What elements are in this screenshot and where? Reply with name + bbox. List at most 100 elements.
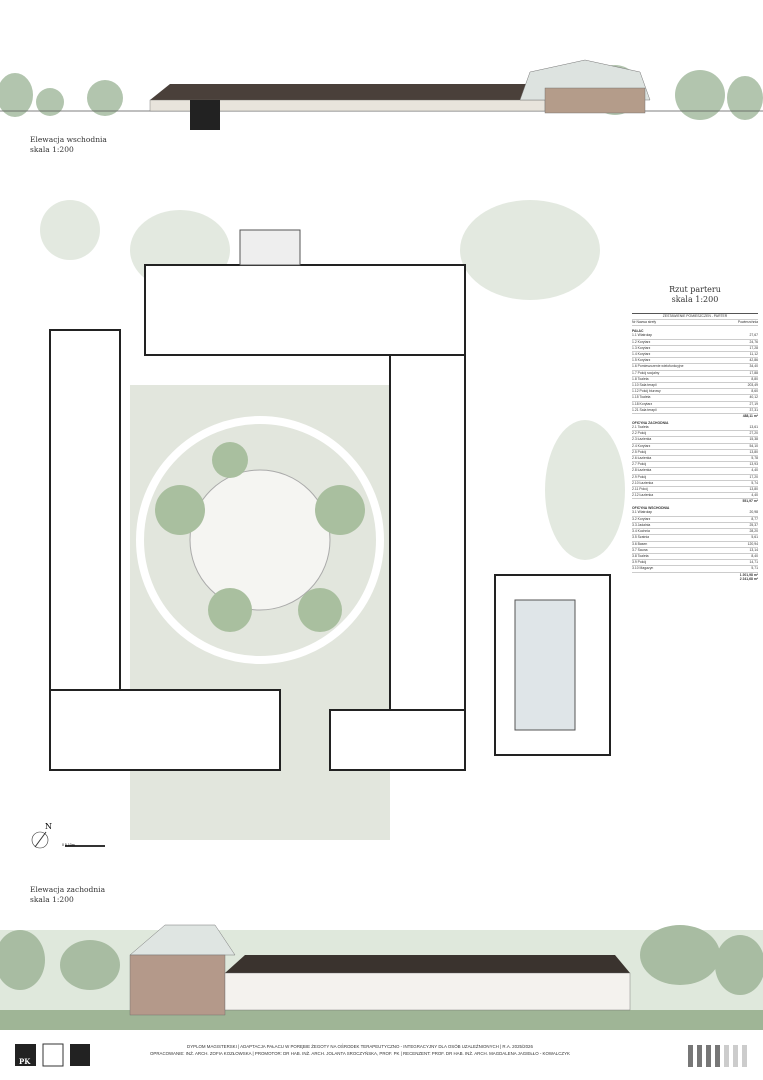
room-name: 1.1 Wiatrołap [632,333,652,338]
legend-section-title: OFICYNA WSCHODNIA [632,506,670,511]
room-area: 54,10 [749,443,759,448]
room-name: 2.11 Pokój [632,487,648,492]
north-arrow-icon [31,831,105,849]
room-name: 3.7 Sauna [632,547,648,552]
room-area: 8,77 [751,516,758,521]
room-area: 13,80 [749,449,759,454]
section-total: 488,11 m² [742,414,758,419]
room-name: 3.10 Magazyn [632,566,654,571]
grand-total: 2 241,68 m² [739,576,758,581]
room-area: 120,94 [747,541,758,546]
room-name: 1.6 Pomieszczenie wielofunkcyjne [632,364,684,369]
room-name: 2.8 Łazienka [632,468,652,473]
room-area: 17,28 [749,345,759,350]
legend-row: 2.3 Łazienka 15,38 [632,437,759,444]
legend-row: 2.2 Pokój 27,20 [632,431,759,438]
legend-row: 2.9 Pokój 17,20 [632,475,758,481]
room-name: 2.2 Pokój [632,431,647,436]
legend-row: 3.1 Wiatrołap 20,98 [632,510,759,517]
pk-logo: PK [19,1057,31,1066]
legend-row: 2.12 Łazienka 4,40 [632,493,758,500]
section-total: 551,97 m² [742,499,758,504]
legend-row: 2.4 Korytarz 54,10 [632,444,758,450]
room-name: 3.6 Basen [632,541,648,546]
room-name: 2.7 Pokój [632,462,647,467]
room-area: 15,38 [749,437,759,442]
room-name: 2.10 Łazienka [632,480,654,485]
room-name: 1.5 Korytarz [632,358,651,363]
room-area: 5,74 [751,480,758,485]
room-area: 24,76 [749,339,759,344]
col-name: Nr Nazwa strefy [632,320,657,325]
room-area: 13,93 [749,462,759,467]
room-name: 3.8 Toaleta [632,553,649,558]
room-name: 1.8 Toaleta [632,376,649,381]
legend-row: 3.3 Jadalnia 25,37 [632,522,759,530]
room-area: 25,37 [749,522,759,527]
page-indicator-bars [688,1045,747,1067]
footer: PK DYPLOM MAGISTERSKI | ADAPTACJA PAŁACU… [0,1042,763,1072]
room-name: 1.10 Sala terapii [632,383,657,388]
room-name: 1.3 Korytarz [632,345,651,350]
room-area: 20,98 [749,510,759,515]
room-name: 2.1 Toaleta [632,425,649,430]
room-name: 2.9 Pokój [632,474,647,479]
section-total: 1 201,98 m² [739,572,758,577]
room-name: 3.4 Kuchnia [632,529,650,534]
room-area: 14,71 [749,560,759,565]
university-logos [15,1043,90,1067]
legend-row: 3.5 Szatnia 5,61 [632,535,758,542]
east-elevation-title: Elewacja wschodnia [30,135,107,144]
legend-title: Rzut parteru [669,285,721,294]
legend-row: 2.10 Łazienka 5,74 [632,480,758,488]
room-area: 5,61 [751,535,758,540]
ground-floor-plan [40,200,625,840]
room-name: 3.1 Wiatrołap [632,510,652,515]
legend-row: 1.3 Korytarz 17,28 [632,345,759,353]
room-name: 3.5 Szatnia [632,535,649,540]
footer-line-1: DYPLOM MAGISTERSKI | ADAPTACJA PAŁACU W … [187,1044,533,1049]
room-name: 1.2 Korytarz [632,339,651,344]
room-name: 1.21 Sala terapii [632,407,657,412]
legend-row: 1.5 Korytarz 42,86 [632,358,759,365]
west-elevation-scale: skala 1:200 [30,895,74,904]
room-name: 2.3 Łazienka [632,437,652,442]
room-name: 3.3 Jadalnia [632,522,651,527]
room-area: 27,67 [749,333,759,338]
legend-row: 1.1 Wiatrołap 27,67 [632,333,759,340]
col-area: Powierzchnia [737,320,758,325]
room-area: 27,19 [749,401,759,406]
east-elevation-drawing [0,59,763,130]
room-name: 1.18 Korytarz [632,401,653,406]
room-name: 2.12 Łazienka [632,493,654,498]
room-area: 42,86 [749,358,759,363]
north-label: N [45,822,52,831]
scale-bar-label: 0 5 10m [62,843,75,847]
room-area: 203,49 [747,383,758,388]
legend-row: 1.18 Korytarz 27,19 [632,402,758,408]
west-elevation-title: Elewacja zachodnia [30,885,106,894]
room-area: 27,20 [749,431,759,436]
room-name: 1.12 Pokój biurowy [632,389,661,394]
room-area: 4,40 [751,493,758,498]
room-name: 2.4 Korytarz [632,443,651,448]
legend-row: 1.12 Pokój biurowy 8,60 [632,389,758,396]
room-area: 8,60 [751,389,758,394]
room-area: 34,40 [749,364,759,369]
room-area: 13,14 [749,547,759,552]
legend-row: 2.7 Pokój 13,93 [632,462,759,469]
room-area: 17,20 [749,474,759,479]
room-name: 2.6 Łazienka [632,456,652,461]
room-area: 11,12 [749,352,758,357]
